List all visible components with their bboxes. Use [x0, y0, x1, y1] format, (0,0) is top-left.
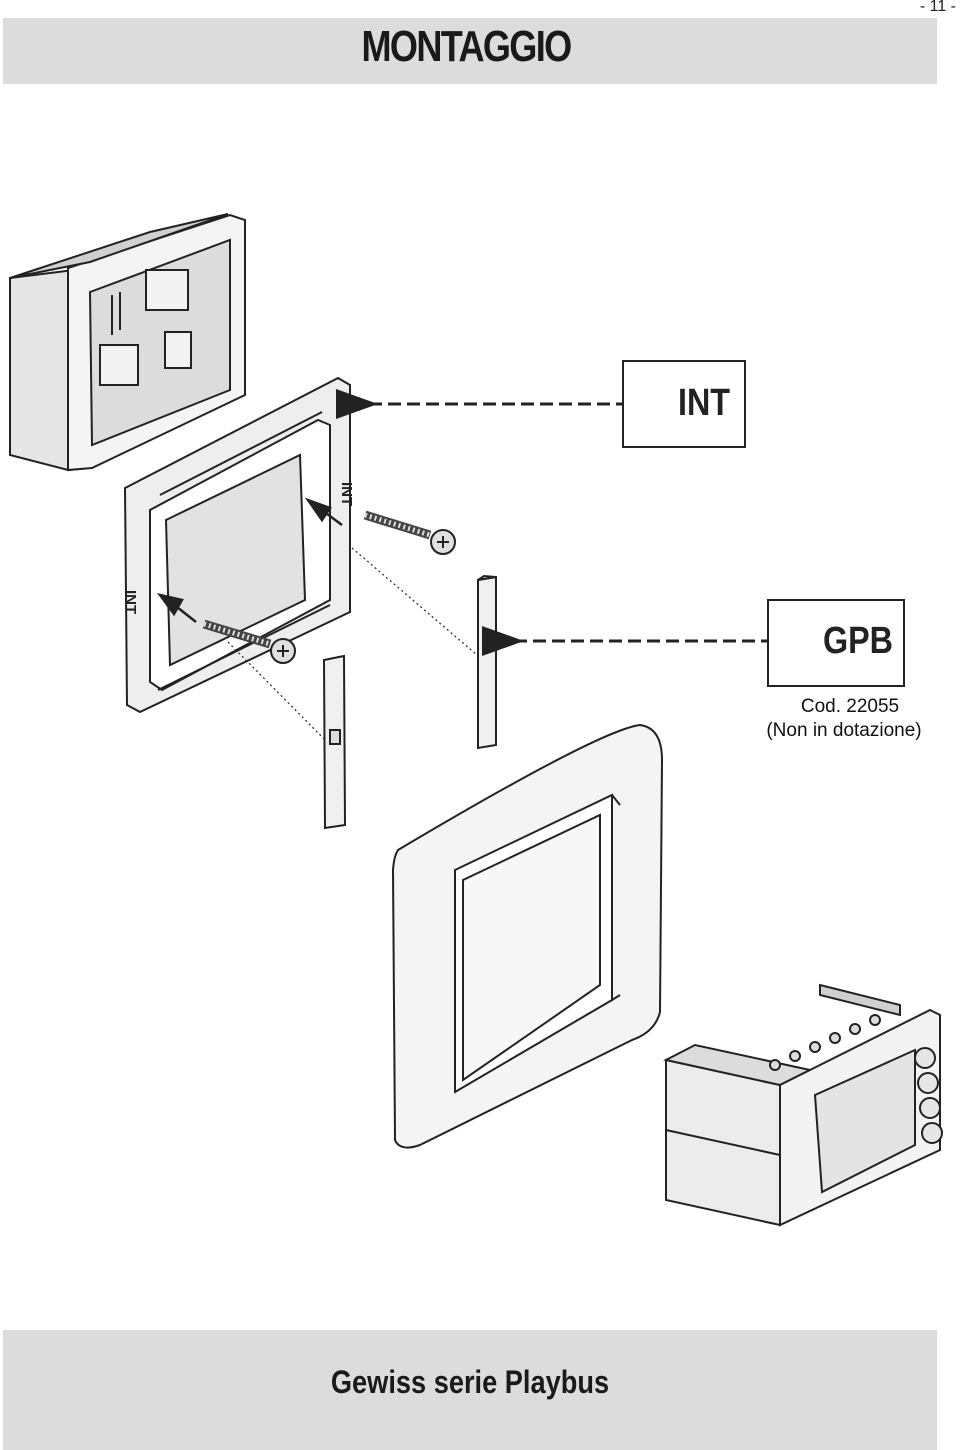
footer-title: Gewiss serie Playbus — [330, 1364, 610, 1400]
gpb-callout-box — [767, 599, 905, 687]
screw-upper — [363, 510, 456, 555]
alignment-lines — [227, 547, 478, 746]
int-callout-box — [622, 360, 746, 448]
page-number: - 11 - — [919, 0, 956, 15]
frame-arrows — [157, 497, 343, 623]
int-leader — [336, 389, 659, 419]
gpb-leader — [482, 626, 804, 656]
side-strip-left — [322, 654, 347, 830]
int-callout-label: INT — [678, 382, 731, 424]
footer-bar — [3, 1330, 937, 1450]
cover-plate — [391, 723, 664, 1149]
page-title: MONTAGGIO — [361, 22, 572, 71]
side-strip-right — [477, 574, 497, 750]
screw-lower — [202, 619, 296, 664]
device-module — [663, 983, 943, 1227]
frame-int-label-left: INT — [122, 590, 139, 614]
gpb-callout-label: GPB — [823, 620, 894, 662]
frame-int-label-right: INT — [338, 482, 355, 506]
wall-box — [9, 213, 246, 472]
gpb-note: (Non in dotazione) — [766, 720, 922, 741]
header-bar — [3, 18, 937, 84]
gpb-code: Cod. 22055 — [800, 696, 900, 717]
